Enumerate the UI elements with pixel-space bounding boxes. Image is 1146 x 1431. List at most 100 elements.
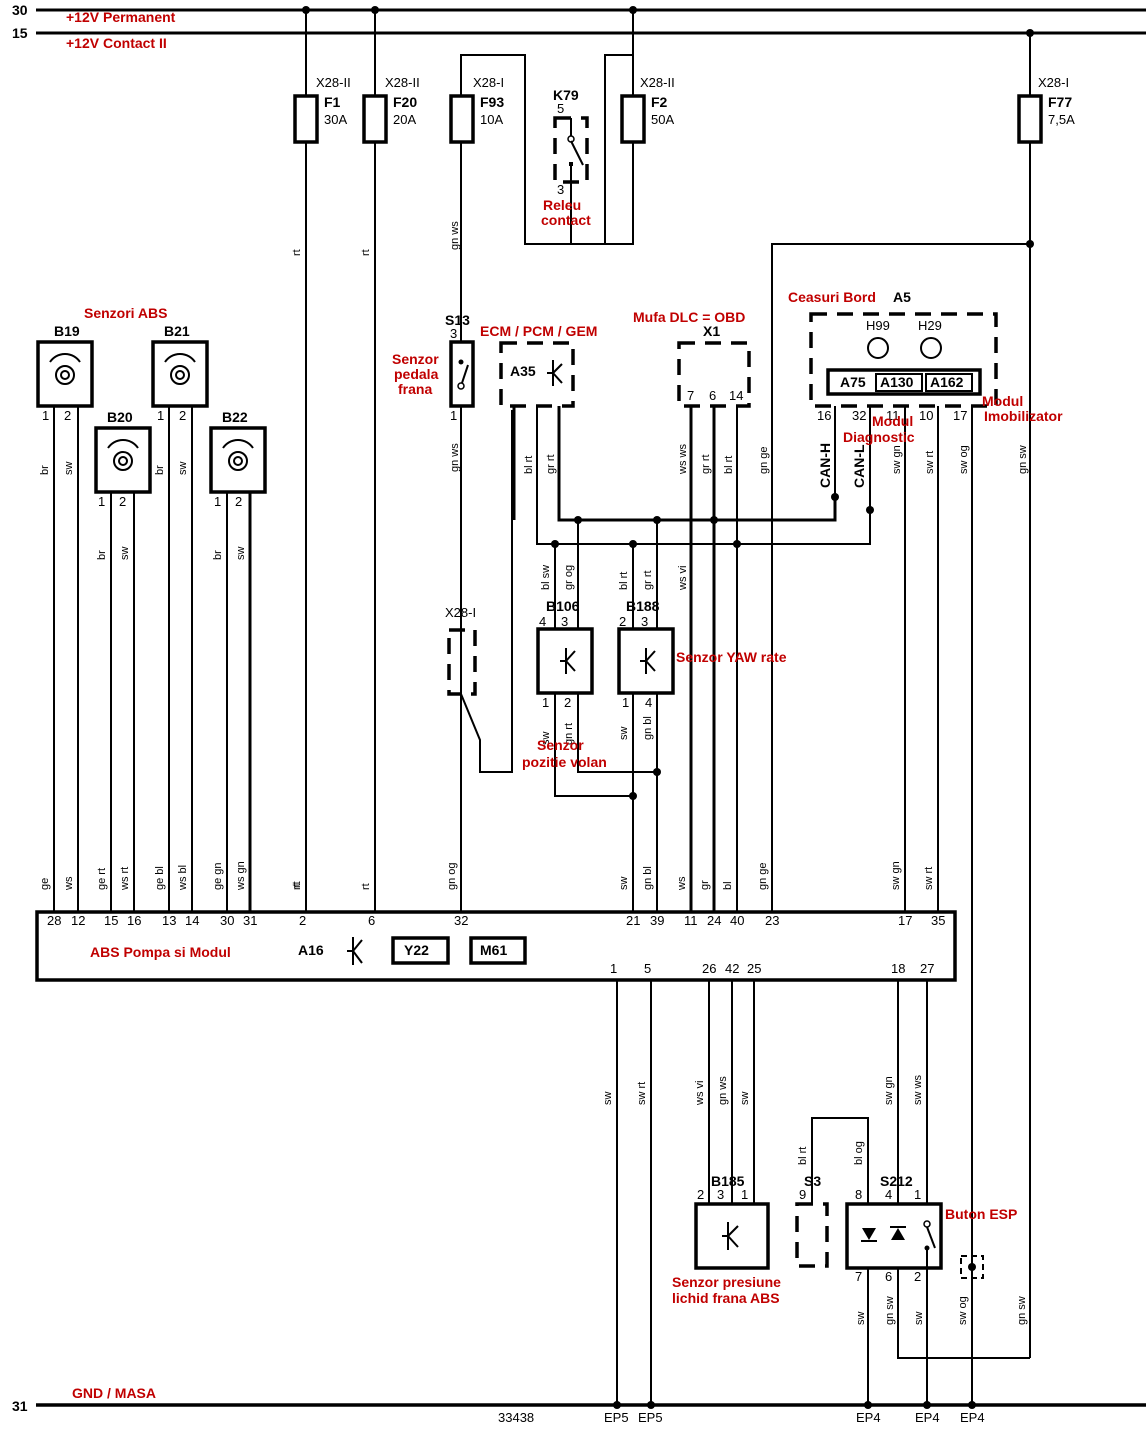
s212-pin: 6 [885, 1269, 892, 1284]
cluster-pin: 16 [817, 408, 831, 423]
abs-pin: 28 [47, 913, 61, 928]
s3-pin: 9 [799, 1187, 806, 1202]
sensor-b188: B188 2 3 1 4 bl rt gr rt sw gn bl Senzor… [617, 520, 787, 912]
b106-pin: 2 [564, 695, 571, 710]
immo-label-2: Imobilizator [984, 408, 1063, 424]
wheel-sensor-icon [107, 439, 139, 471]
pump-m61: M61 [480, 942, 507, 958]
ground-ep5: EP5 [604, 1410, 629, 1425]
wire-label: sw rt [923, 867, 935, 890]
wire-label: ws bl [177, 865, 189, 891]
fuse-f1: X28-II F1 30A [293, 6, 351, 912]
abs-bottom-wires [616, 980, 928, 1405]
s212-pin: 8 [855, 1187, 862, 1202]
wire-label: ws [676, 876, 688, 891]
led-icon [890, 1226, 906, 1240]
wire-label: sw [602, 1092, 614, 1106]
b22-pin2: 2 [235, 494, 242, 509]
switch-s3: S3 9 bl rt bl og [795, 1117, 869, 1268]
b21-id: B21 [164, 323, 190, 339]
b185-pin: 1 [741, 1187, 748, 1202]
fuse-f93-connector: X28-I [473, 75, 504, 90]
wire-label: sw [235, 547, 247, 561]
wire-label: ws vi [677, 566, 689, 591]
abs-module-a16: ABS Pompa si Modul A16 Y22 M61 [35, 910, 957, 982]
ground-points: 33438 EP5 EP5 EP4 EP4 EP4 [498, 1401, 985, 1425]
b188-id: B188 [626, 598, 660, 614]
abs-sensors-title: Senzori ABS [84, 305, 168, 321]
abs-pin: 26 [702, 961, 716, 976]
rail-30-label: +12V Permanent [66, 9, 176, 25]
sensor-b20: B20 1 2 [94, 409, 152, 509]
s212-id: S212 [880, 1173, 913, 1189]
fuse-f93-id: F93 [480, 94, 504, 110]
b22-id: B22 [222, 409, 248, 425]
abs-pin: 18 [891, 961, 905, 976]
wire-label: rt [291, 249, 303, 256]
s13-label-1: Senzor [392, 351, 439, 367]
wire-label: ws ws [677, 444, 689, 475]
b185-pin: 2 [697, 1187, 704, 1202]
s13-label-2: pedala [394, 366, 439, 382]
cluster-pin: 32 [852, 408, 866, 423]
transistor-icon [547, 360, 563, 386]
sensor-b21: B21 1 2 [151, 323, 209, 423]
wire-label: gn sw [1016, 1296, 1028, 1325]
b106-pin: 3 [561, 614, 568, 629]
ecm-a35: ECM / PCM / GEM A35 bl rt gr rt [480, 323, 871, 545]
b188-pin: 2 [619, 614, 626, 629]
diag-label-1: Modul [872, 413, 913, 429]
relay-label-2: contact [541, 212, 591, 228]
wire-label: sw [119, 547, 131, 561]
wire-label: sw [913, 1312, 925, 1326]
b20-pin1: 1 [98, 494, 105, 509]
wire-label: gn ge [757, 862, 769, 890]
abs-pin: 11 [684, 913, 698, 928]
wire-label: gn og [446, 862, 458, 890]
lamp-h29: H29 [918, 318, 942, 333]
diag-label-2: Diagnostic [843, 429, 915, 445]
fuse-f93: X28-I F93 10A [449, 54, 633, 912]
wire-label: bl sw [540, 565, 552, 590]
relay-k79: K79 5 3 Releu contact [541, 87, 591, 244]
b19-id: B19 [54, 323, 80, 339]
dlc-pin: 6 [709, 388, 716, 403]
abs-pin: 27 [920, 961, 934, 976]
wire-label: sw [540, 732, 552, 746]
ecm-id: A35 [510, 363, 536, 379]
cluster-title: Ceasuri Bord [788, 289, 876, 305]
wire-label: rt [291, 881, 303, 888]
wire-label: ws [63, 876, 75, 891]
wire-label: ge rt [96, 868, 108, 890]
rail-31-label: GND / MASA [72, 1385, 156, 1401]
dlc-pin: 14 [729, 388, 743, 403]
dlc-x1: Mufa DLC = OBD X1 7 6 14 ws ws gr rt bl … [633, 309, 770, 912]
sensor-b106: B106 4 3 1 2 bl sw gr og sw gn rt Senzor… [522, 520, 657, 797]
transistor-icon [722, 1222, 739, 1250]
b106-pin: 1 [542, 695, 549, 710]
esp-button-label: Buton ESP [945, 1206, 1017, 1222]
wire-label: sw [618, 727, 630, 741]
b188-pin: 4 [645, 695, 652, 710]
abs-module-id: A16 [298, 942, 324, 958]
b188-label: Senzor YAW rate [676, 649, 787, 665]
wire-label: gn ws [449, 221, 461, 250]
wire-label: gn ws [717, 1076, 729, 1105]
fuse-f77-connector: X28-I [1038, 75, 1069, 90]
b106-label-1: Senzor [537, 737, 584, 753]
abs-pin: 24 [707, 913, 721, 928]
abs-pin: 1 [610, 961, 617, 976]
wire-label: bl rt [523, 456, 535, 474]
wire-label: bl og [853, 1141, 865, 1165]
abs-pin: 21 [626, 913, 640, 928]
wheel-sensor-icon [164, 353, 196, 385]
dlc-id: X1 [703, 323, 720, 339]
wire-label: gn ws [449, 443, 461, 472]
b106-id: B106 [546, 598, 580, 614]
wire-label: gn bl [642, 866, 654, 890]
sensor-b22: B22 1 2 [209, 409, 267, 509]
fuse-f93-rating: 10A [480, 112, 503, 127]
wire-label: br [154, 465, 166, 475]
